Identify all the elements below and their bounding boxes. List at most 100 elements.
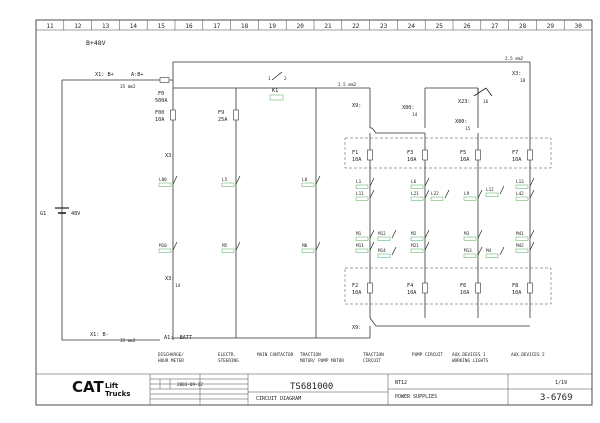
sheet-border [35, 19, 593, 406]
upper-contact-l0: L0 [302, 177, 308, 183]
grid-col-17: 17 [213, 23, 221, 30]
terminal-pin-16: 16 [483, 99, 489, 105]
lower-contact-m11: M11 [356, 243, 364, 249]
fuse-f2-symbol [367, 282, 373, 294]
terminal-x9-bottom: X9: [352, 325, 361, 331]
terminal-x1-bplus: X1: B+ [95, 72, 114, 78]
fuse-f2-label: F2 [352, 283, 358, 289]
tb-doc-number: TS681000 [290, 382, 333, 392]
upper-contact-l5: L5 [222, 177, 228, 183]
grid-col-21: 21 [324, 23, 332, 30]
terminal-x3-bottom: X3: [165, 276, 174, 282]
terminal-pin-1: 1 [268, 76, 271, 82]
terminal-x3-right: X3: [512, 71, 521, 77]
grid-col-19: 19 [269, 23, 277, 30]
lower-contact-m1: M1 [356, 231, 362, 237]
tb-doc-type: CIRCUIT DIAGRAM [256, 396, 301, 402]
terminal-pin-14b: 14 [412, 112, 418, 118]
brand-sub-2: Trucks [105, 390, 130, 398]
fuse-f8-rating: 10A [512, 290, 522, 296]
tb-drawing-no: 3-6769 [540, 393, 573, 403]
fuse-f6-label: F6 [460, 283, 466, 289]
fuse-f5-rating: 10A [460, 157, 470, 163]
lower-fuse-box [344, 267, 552, 305]
wire-label-3: 2.5 mm2 [338, 82, 357, 88]
terminal-a1-batt: A1: -BATT [164, 335, 192, 341]
fuse-f9-label: F9 [218, 110, 224, 116]
fuse-f7-rating: 10A [512, 157, 522, 163]
lower-contact-m2: M2 [411, 231, 417, 237]
relay-k1-label: K1 [272, 88, 278, 94]
tb-page: 1/19 [555, 380, 567, 386]
grid-col-25: 25 [436, 23, 444, 30]
supply-label: B+48V [86, 39, 106, 47]
lower-contact-m42: M42 [516, 243, 524, 249]
fuse-f4-label: F4 [407, 283, 413, 289]
circuit-labels: DISCHARGE/HOUR METER ELECTR.STEERING MAIN … [158, 352, 545, 364]
title-block: CAT Lift Trucks 2003-09-22 TS681000 CIRC… [36, 373, 592, 405]
fuse-f7-symbol [527, 149, 533, 161]
fuse-f00-label: F00 [155, 110, 164, 116]
grid-col-23: 23 [380, 23, 388, 30]
fuse-f3-rating: 10A [407, 157, 417, 163]
main-wiring [61, 61, 531, 341]
fuse-f4-rating: 10A [407, 290, 417, 296]
fuse-f1-symbol [367, 149, 373, 161]
upper-contact-l21: L21 [411, 191, 419, 197]
lower-contact-m5: M5 [222, 243, 228, 249]
terminal-pin-15: 15 [465, 126, 471, 132]
upper-contact-l12: L12 [486, 187, 494, 193]
fuse-f0-rating: 500A [155, 98, 168, 104]
upper-contact-l13: L13 [516, 179, 524, 185]
fuse-f0-label: F0 [158, 91, 164, 97]
circuit-label-2: ELECTR.STEERING [218, 352, 239, 364]
fuse-f00-symbol [170, 109, 176, 121]
lower-contact-m41: M41 [516, 231, 524, 237]
lower-contact-m3: M3 [464, 231, 470, 237]
grid-col-28: 28 [519, 23, 527, 30]
upper-contact-l42: L42 [516, 191, 524, 197]
fuse-f3-label: F3 [407, 150, 413, 156]
fuse-layer: F0010AF925AF110AF310AF510AF710AF210AF410… [155, 109, 533, 296]
terminal-pin-2: 2 [284, 76, 287, 82]
grid-col-24: 24 [408, 23, 416, 30]
lower-contact-m13: M13 [464, 248, 472, 254]
circuit-label-1: DISCHARGE/HOUR METER [158, 352, 184, 364]
upper-fuse-box [344, 137, 552, 169]
tb-model: NT12 [395, 380, 407, 386]
upper-contact-l9: L9 [464, 191, 470, 197]
grid-col-29: 29 [547, 23, 555, 30]
circuit-label-3: MAIN CONTACTOR [257, 352, 294, 358]
terminal-pin-18: 18 [520, 78, 526, 84]
grid-col-27: 27 [491, 23, 499, 30]
wire-label-4: 35 mm2 [120, 338, 136, 344]
battery-voltage: 48V [71, 211, 80, 217]
fuse-f6-rating: 10A [460, 290, 470, 296]
battery-g1: G1 48V [40, 207, 80, 217]
switch-x23 [473, 87, 493, 97]
circuit-label-8: AUX.DEVICES 2 [511, 352, 545, 358]
relay-k1: K1 [269, 71, 284, 101]
terminal-a-bplus: A:B+ [131, 72, 144, 78]
grid-col-13: 13 [102, 23, 110, 30]
fuse-f6-symbol [475, 282, 481, 294]
upper-contact-l1: L1 [356, 179, 362, 185]
fuse-f5-symbol [475, 149, 481, 161]
terminal-x1-bminus: X1: B- [90, 332, 109, 338]
terminal-x80-b: X80: [455, 119, 468, 125]
tb-date: 2003-09-22 [177, 382, 203, 388]
terminal-x9-top: X9: [352, 103, 361, 109]
grid-col-12: 12 [74, 23, 82, 30]
lower-contact-m12: M12 [378, 231, 386, 237]
wire-label-1: 35 mm2 [120, 84, 136, 90]
brand-logo: CAT [72, 378, 104, 396]
terminal-x3-top: X3: [165, 153, 174, 159]
terminal-x80-a: X80: [402, 105, 415, 111]
fuse-f4-symbol [422, 282, 428, 294]
